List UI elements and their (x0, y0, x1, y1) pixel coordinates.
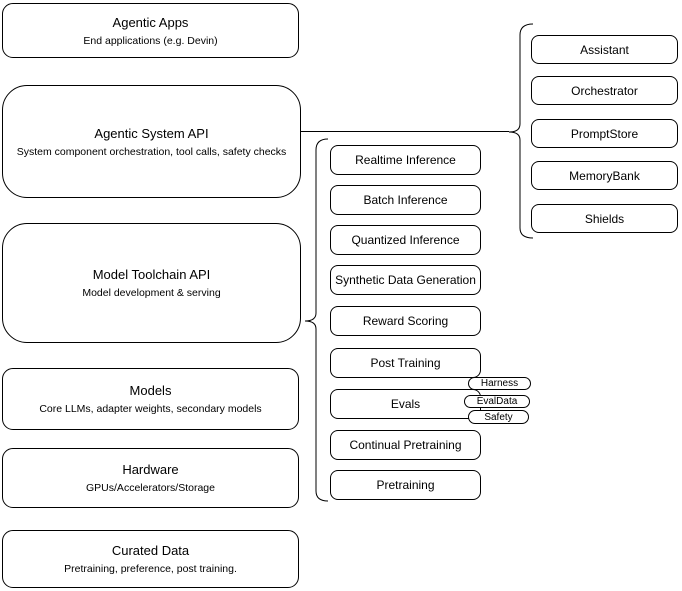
node-promptstore: PromptStore (531, 119, 678, 148)
node-continual-pretraining: Continual Pretraining (330, 430, 481, 460)
tag-evaldata: EvalData (464, 395, 530, 408)
node-hardware: Hardware GPUs/Accelerators/Storage (2, 448, 299, 508)
node-evals: Evals (330, 389, 481, 419)
tag-safety: Safety (468, 410, 529, 424)
node-subtitle: End applications (e.g. Devin) (83, 34, 218, 47)
node-title: Models (129, 383, 172, 398)
node-orchestrator: Orchestrator (531, 76, 678, 105)
node-realtime-inference: Realtime Inference (330, 145, 481, 175)
node-title: Agentic Apps (112, 14, 189, 30)
node-pretraining: Pretraining (330, 470, 481, 500)
node-subtitle: GPUs/Accelerators/Storage (86, 482, 215, 494)
node-models: Models Core LLMs, adapter weights, secon… (2, 368, 299, 430)
node-agentic-system-api: Agentic System API System component orch… (2, 85, 301, 198)
node-batch-inference: Batch Inference (330, 185, 481, 215)
node-subtitle: Model development & serving (82, 287, 221, 299)
node-title: Model Toolchain API (92, 267, 211, 282)
node-shields: Shields (531, 204, 678, 233)
node-title: Hardware (122, 462, 179, 477)
node-post-training: Post Training (330, 348, 481, 378)
system-brace (508, 23, 534, 239)
node-subtitle: Core LLMs, adapter weights, secondary mo… (39, 403, 262, 415)
node-assistant: Assistant (531, 35, 678, 64)
tag-harness: Harness (468, 377, 531, 390)
node-title: Curated Data (111, 543, 190, 558)
node-curated-data: Curated Data Pretraining, preference, po… (2, 530, 299, 588)
toolchain-brace (304, 138, 329, 502)
node-synthetic-data-generation: Synthetic Data Generation (330, 265, 481, 295)
node-memorybank: MemoryBank (531, 161, 678, 190)
node-subtitle: Pretraining, preference, post training. (64, 563, 237, 575)
node-quantized-inference: Quantized Inference (330, 225, 481, 255)
node-reward-scoring: Reward Scoring (330, 306, 481, 336)
node-model-toolchain-api: Model Toolchain API Model development & … (2, 223, 301, 343)
node-subtitle: System component orchestration, tool cal… (16, 145, 287, 158)
node-agentic-apps: Agentic Apps End applications (e.g. Devi… (2, 3, 299, 58)
node-title: Agentic System API (94, 125, 209, 141)
